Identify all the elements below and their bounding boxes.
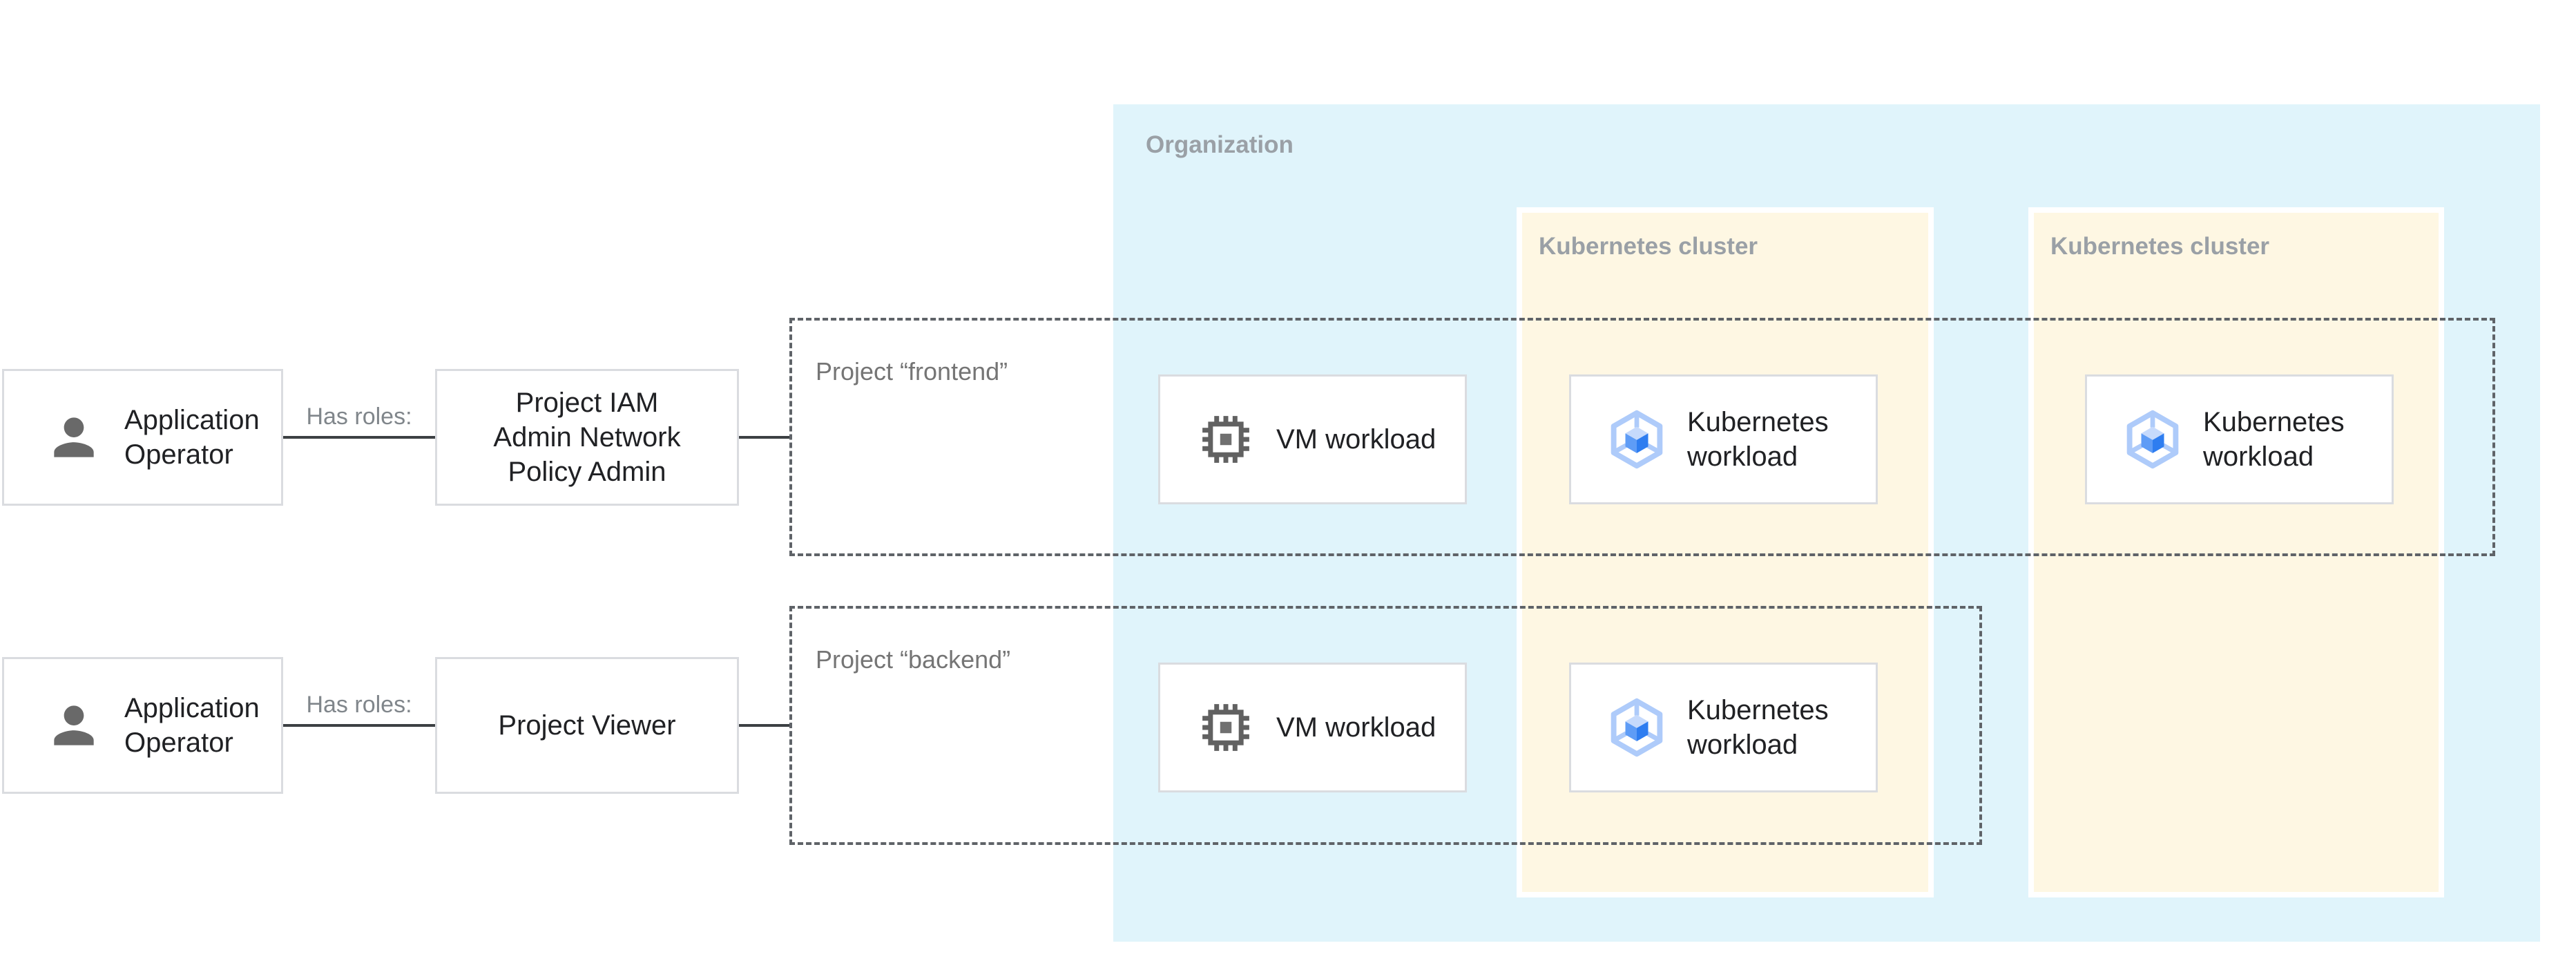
role-label: Project Viewer xyxy=(498,710,676,741)
vm-chip-icon xyxy=(1195,696,1257,759)
person-icon xyxy=(44,408,104,467)
vm-workload-node-frontend: VM workload xyxy=(1158,374,1467,504)
connector-role-to-project-backend xyxy=(739,724,789,727)
kubernetes-icon xyxy=(2122,408,2184,470)
actor-label: Application Operator xyxy=(124,405,260,470)
connector-operator-to-role-backend xyxy=(283,724,435,727)
kubernetes-icon xyxy=(1606,408,1668,470)
workload-label: VM workload xyxy=(1276,712,1436,743)
role-node-project-viewer: Project Viewer xyxy=(435,657,739,794)
project-backend-label: Project “backend” xyxy=(816,645,1011,674)
application-operator-node-frontend: Application Operator xyxy=(2,369,283,506)
has-roles-label: Has roles: xyxy=(306,692,412,718)
application-operator-node-backend: Application Operator xyxy=(2,657,283,794)
vm-workload-node-backend: VM workload xyxy=(1158,663,1467,792)
connector-role-to-project-frontend xyxy=(739,436,789,439)
workload-label: Kubernetes workload xyxy=(1687,407,1829,472)
kubernetes-workload-node-frontend-cluster1: Kubernetes workload xyxy=(1569,374,1878,504)
organization-label: Organization xyxy=(1146,131,1294,158)
project-backend-container: Project “backend” xyxy=(789,606,1982,845)
role-node-project-iam-admin-network-policy-admin: Project IAM Admin Network Policy Admin xyxy=(435,369,739,506)
kubernetes-icon xyxy=(1606,696,1668,759)
kubernetes-cluster-container-2: Kubernetes cluster xyxy=(2028,207,2444,897)
person-icon xyxy=(44,696,104,755)
workload-label: Kubernetes workload xyxy=(1687,695,1829,760)
has-roles-label: Has roles: xyxy=(306,403,412,430)
workload-label: VM workload xyxy=(1276,424,1436,455)
kubernetes-workload-node-backend-cluster1: Kubernetes workload xyxy=(1569,663,1878,792)
actor-label: Application Operator xyxy=(124,693,260,758)
kubernetes-workload-node-frontend-cluster2: Kubernetes workload xyxy=(2085,374,2394,504)
connector-operator-to-role-frontend xyxy=(283,436,435,439)
project-frontend-label: Project “frontend” xyxy=(816,357,1008,386)
workload-label: Kubernetes workload xyxy=(2203,407,2345,472)
kubernetes-cluster-label: Kubernetes cluster xyxy=(1539,233,1758,260)
project-frontend-container: Project “frontend” xyxy=(789,318,2495,556)
kubernetes-cluster-label: Kubernetes cluster xyxy=(2050,233,2270,260)
vm-chip-icon xyxy=(1195,408,1257,470)
role-label: Project IAM Admin Network Policy Admin xyxy=(493,388,681,487)
